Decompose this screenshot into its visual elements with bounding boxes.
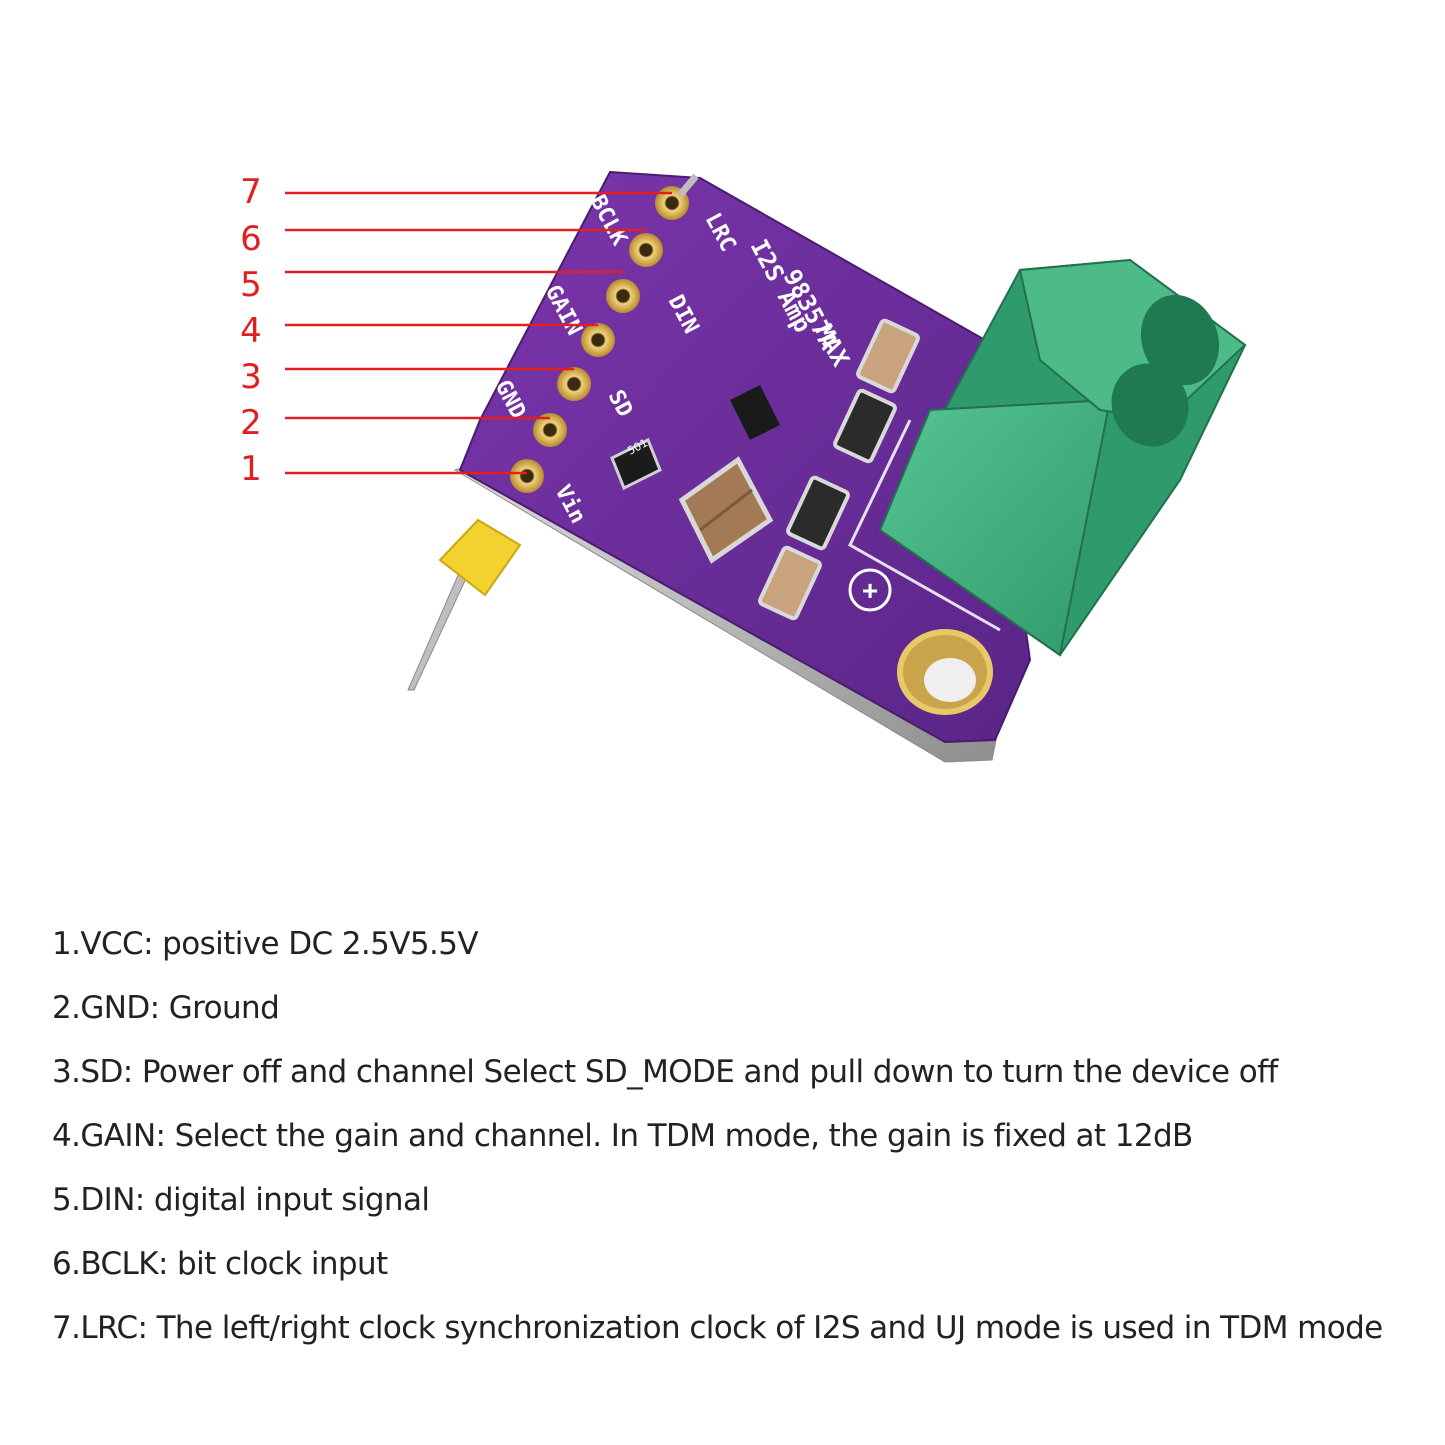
amp-chip [730,385,780,440]
mounting-hole [897,629,993,715]
pin-description-gain: 4.GAIN: Select the gain and channel. In … [52,1118,1193,1154]
pin-description-lrc: 7.LRC: The left/right clock synchronizat… [52,1310,1383,1346]
pad-2 [533,413,567,447]
plus-symbol: + [862,575,878,606]
pad-6 [629,233,663,267]
pin-number-2: 2 [240,403,262,443]
pin-description-bclk: 6.BCLK: bit clock input [52,1246,388,1282]
pin-number-4: 4 [240,311,262,351]
terminal-hole-2 [1111,363,1189,447]
terminal-hole-1 [1140,294,1220,386]
pin-description-sd: 3.SD: Power off and channel Select SD_MO… [52,1054,1278,1090]
pin-number-1: 1 [240,449,262,489]
pad-3 [557,367,591,401]
pin-description-list: 1.VCC: positive DC 2.5V5.5V 2.GND: Groun… [52,920,1432,1368]
pin-description-din: 5.DIN: digital input signal [52,1182,430,1218]
pad-1 [510,459,544,493]
pin-number-3: 3 [240,357,262,397]
board-illustration: MAX 98357A I2S Amp LRC BCLK DIN GAIN SD … [285,170,1247,763]
pad-4 [581,323,615,357]
pin-description-gnd: 2.GND: Ground [52,990,280,1026]
pin-number-5: 5 [240,265,262,305]
header-pin [407,518,522,691]
smd-components [758,318,920,621]
callout-lines [285,191,672,475]
screw-terminal [878,258,1247,657]
pin-number-6: 6 [240,219,262,259]
pad-5 [606,279,640,313]
pin-description-vcc: 1.VCC: positive DC 2.5V5.5V [52,926,479,962]
capacitor-large [678,456,774,564]
plus-marker: + [848,568,892,612]
pin-number-7: 7 [240,172,262,212]
